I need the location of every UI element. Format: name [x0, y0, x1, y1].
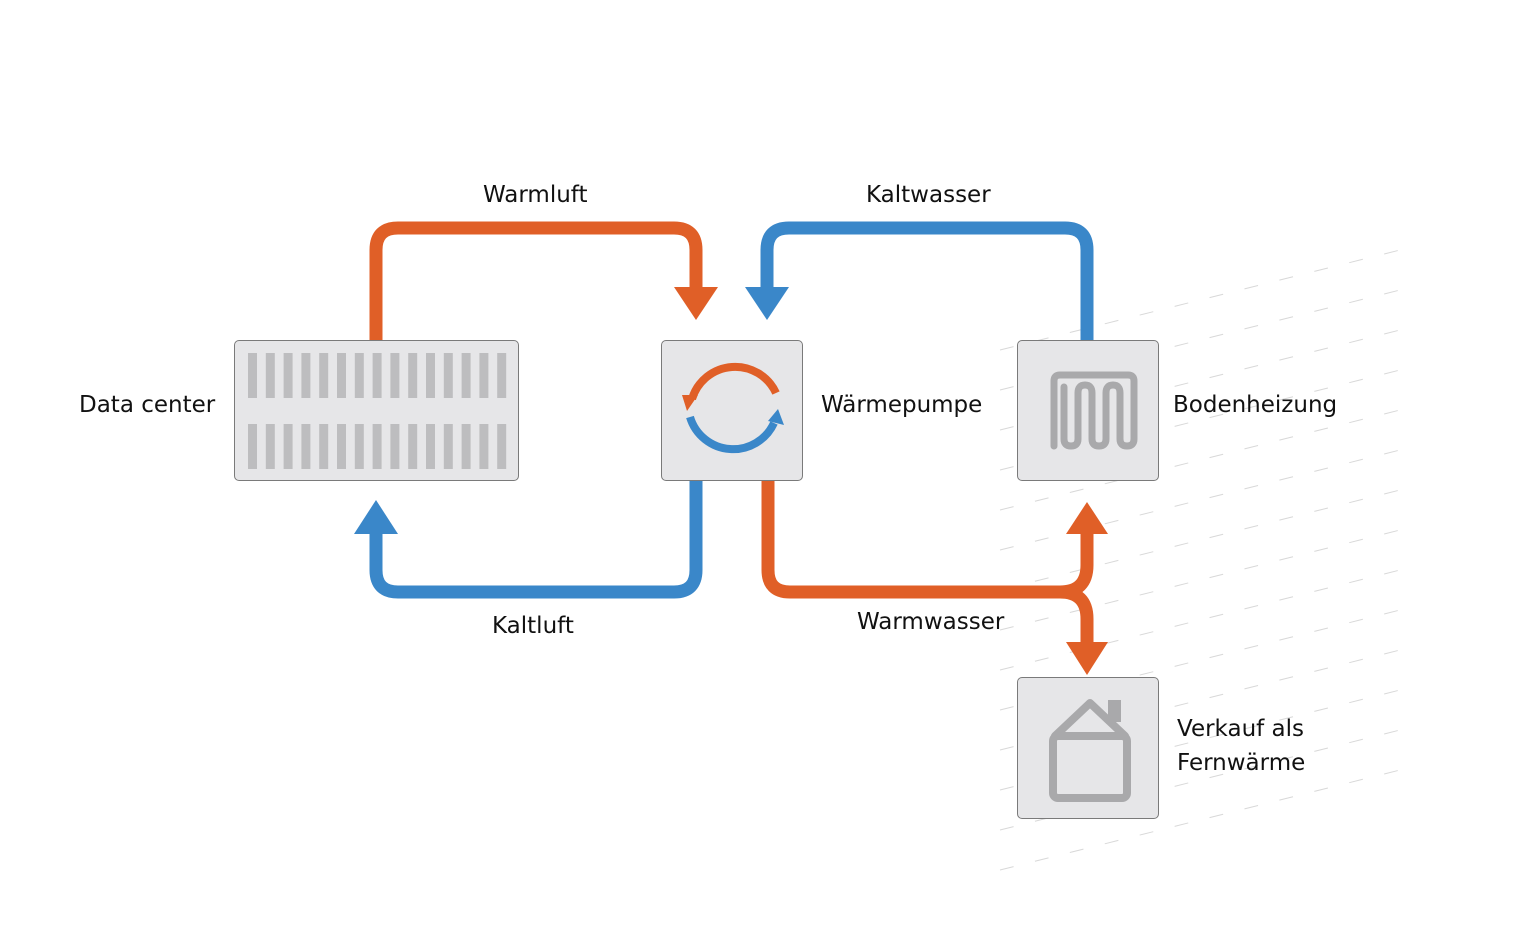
floor-heating-node: [1017, 340, 1159, 481]
warm-air-label: Warmluft: [483, 182, 588, 208]
rack-slot: [390, 353, 400, 398]
rack-slot: [372, 353, 382, 398]
rack-slot: [426, 353, 435, 398]
rack-slot: [372, 424, 382, 469]
rack-slot: [354, 353, 364, 398]
flow-warm-air-line: [369, 221, 703, 340]
heat-pump-node: [661, 340, 803, 481]
rack-slot: [408, 424, 418, 469]
data-center-label: Data center: [79, 392, 216, 418]
data-center-node: [234, 340, 519, 481]
rack-slot: [408, 353, 418, 398]
rack-slot: [283, 353, 293, 398]
cold-water-label: Kaltwasser: [866, 182, 991, 208]
flow-warm-water-arrowhead-up: [1066, 502, 1108, 534]
flow-cold-water-line: [760, 221, 1094, 340]
hatch-line: [999, 569, 1401, 671]
flow-warm-water-branch-down: [1059, 585, 1094, 648]
floor-heating-label: Bodenheizung: [1173, 392, 1338, 418]
hatch-line: [999, 529, 1401, 631]
rack-slot: [461, 353, 471, 398]
flow-warm-water-branch-up: [1059, 528, 1094, 599]
house-icon: [1049, 699, 1131, 802]
cold-air-label: Kaltluft: [492, 613, 574, 639]
rack-slot: [497, 424, 507, 469]
rack-slot: [265, 424, 275, 469]
rack-slot: [337, 353, 346, 398]
rack-slot: [443, 424, 453, 469]
hatch-line: [999, 489, 1401, 591]
warm-water-label: Warmwasser: [857, 609, 1005, 635]
rack-slot: [443, 353, 453, 398]
heat-pump-label: Wärmepumpe: [821, 392, 983, 418]
rack-slot: [265, 353, 275, 398]
district-heat-node: [1017, 677, 1159, 819]
rack-slot: [479, 424, 489, 469]
rack-slot: [461, 424, 471, 469]
district-heat-label-line2: Fernwärme: [1177, 750, 1306, 776]
rack-slot: [319, 353, 329, 398]
flow-cold-air-arrowhead: [354, 500, 398, 534]
flow-warm-water-line: [761, 481, 1065, 599]
rack-slot: [248, 353, 257, 398]
rack-slot: [248, 424, 257, 469]
flow-warm-water-arrowhead-down: [1066, 642, 1108, 675]
flow-cold-water-arrowhead: [745, 287, 789, 320]
floor-heating-coil-icon: [1050, 371, 1138, 450]
district-heat-label-line1: Verkauf als: [1177, 716, 1305, 742]
rack-slot: [337, 424, 346, 469]
rack-slot: [301, 424, 311, 469]
rack-slot: [319, 424, 329, 469]
rack-slot: [390, 424, 400, 469]
server-rack-icon: [248, 353, 507, 469]
rack-slot: [479, 353, 489, 398]
rack-slot: [497, 353, 507, 398]
rack-slot: [426, 424, 435, 469]
cycle-arrows-icon: [682, 362, 784, 454]
rack-slot: [354, 424, 364, 469]
flow-warm-air-arrowhead: [674, 287, 718, 320]
hatch-line: [999, 249, 1401, 351]
flow-cold-air-line: [369, 481, 703, 599]
rack-slot: [283, 424, 293, 469]
rack-slot: [301, 353, 311, 398]
